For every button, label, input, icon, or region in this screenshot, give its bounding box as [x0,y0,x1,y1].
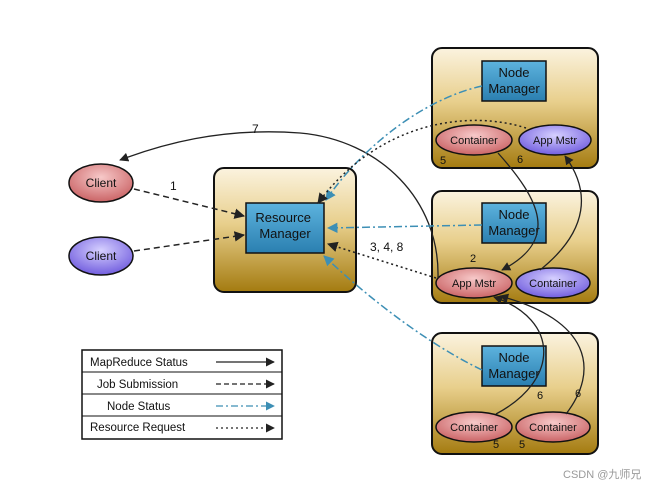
node3-container-pill-left: Container [435,411,513,443]
edge-container-to-am-1 [497,152,539,271]
svg-text:App Mstr: App Mstr [452,278,496,290]
edge-container-to-am-2 [493,295,545,415]
resource-manager-label: Resource Manager [255,210,314,241]
edge-label-7: 7 [252,122,259,136]
edge-label-6-right: 6 [575,388,581,400]
svg-text:Client: Client [86,249,117,263]
node1-container-pill: Container [435,124,513,156]
node3-label-5-left: 5 [493,439,499,451]
node2-app-master-pill: App Mstr [435,267,513,299]
client-red: Client [68,163,134,203]
edge-mapreduce-status-to-client [119,131,439,279]
node1-label-6: 6 [517,154,523,166]
legend: MapReduce Status Job Submission Node Sta… [81,349,283,440]
svg-text:Container: Container [450,422,498,434]
svg-text:Container: Container [450,135,498,147]
edge-node-status-2 [326,222,483,234]
edge-container-to-am-3 [499,293,585,415]
svg-text:App Mstr: App Mstr [533,135,577,147]
edge-label-6-left: 6 [537,390,543,402]
node2-label-2: 2 [470,253,476,265]
legend-node-status: Node Status [107,401,171,413]
edge-am-up-1 [539,155,582,271]
node1-label-5: 5 [440,155,446,167]
edge-label-3-4-8: 3, 4, 8 [370,240,404,254]
node2-container-pill: Container [515,267,591,299]
svg-text:Client: Client [86,176,117,190]
edge-node-status-3 [323,255,483,371]
edge-node-status-1 [325,85,483,201]
edge-label-1: 1 [170,179,177,193]
edge-job-submission-2 [133,231,246,252]
watermark: CSDN @九师兄 [563,469,642,481]
node3-label-5-right: 5 [519,439,525,451]
node3-container-pill-right: Container [515,411,591,443]
client-blue: Client [68,236,134,276]
legend-resource-request: Resource Request [90,422,186,434]
legend-job-submission: Job Submission [97,379,178,391]
edge-job-submission-1 [133,188,246,219]
resource-manager-box: Resource Manager [213,167,357,293]
svg-text:Container: Container [529,278,577,290]
legend-mapreduce-status: MapReduce Status [90,357,188,369]
edge-resource-request-2 [326,241,437,279]
svg-text:Container: Container [529,422,577,434]
node1-app-master-pill: App Mstr [518,124,592,156]
